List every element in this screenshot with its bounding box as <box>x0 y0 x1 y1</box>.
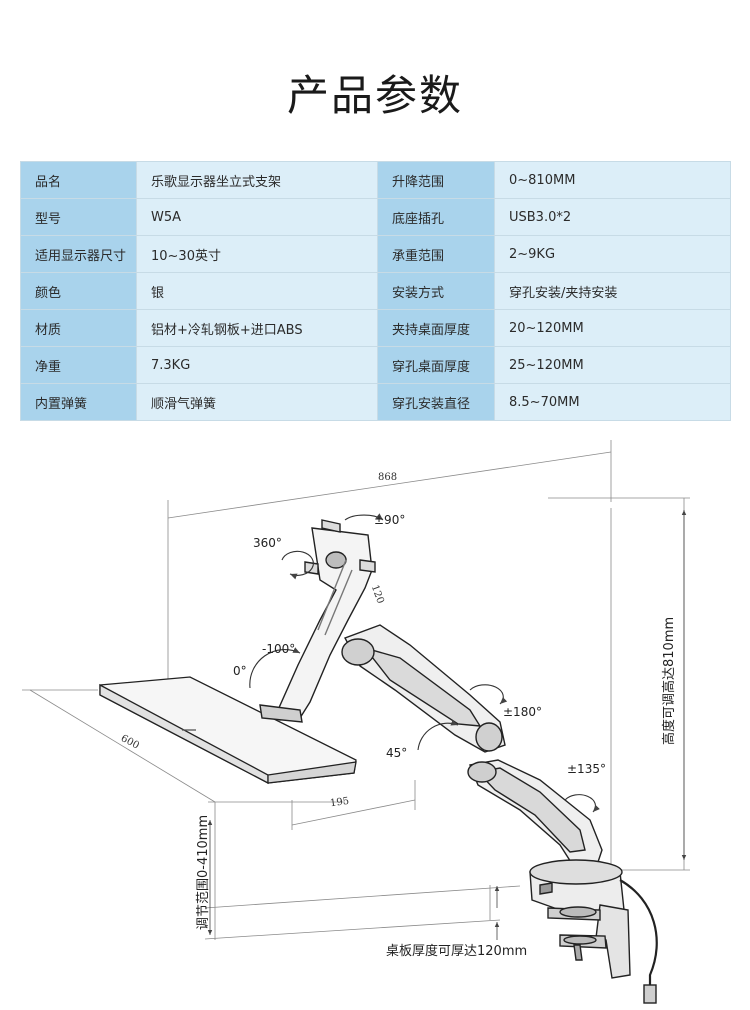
vesa-dim-label: 120 <box>369 584 386 606</box>
spec-value: W5A <box>136 198 378 236</box>
dim-width-label: 868 <box>378 472 397 483</box>
spec-key: 穿孔桌面厚度 <box>377 346 495 384</box>
angle-zero-label: 0° <box>233 664 247 678</box>
spec-key: 净重 <box>20 346 137 384</box>
spec-value: 顺滑气弹簧 <box>136 383 378 421</box>
lower-arm-shape <box>467 759 603 871</box>
desk-thickness-label: 桌板厚度可厚达120mm <box>386 943 527 959</box>
spec-value: 20~120MM <box>494 309 731 347</box>
dimension-arrows <box>207 509 687 940</box>
keyboard-tray-shape <box>99 676 357 785</box>
monitor-arm-shape <box>259 519 376 723</box>
spec-value: 7.3KG <box>136 346 378 384</box>
tilt-angle-label: ±90° <box>374 513 405 527</box>
spec-key: 夹持桌面厚度 <box>377 309 495 347</box>
rotation-arcs <box>249 513 600 813</box>
spec-key: 升降范围 <box>377 161 495 199</box>
page-title: 产品参数 <box>286 71 463 120</box>
spec-value: 0~810MM <box>494 161 731 199</box>
spec-key: 适用显示器尺寸 <box>20 235 137 273</box>
height-range-label: 高度可调高达810mm <box>661 617 677 745</box>
spec-key: 安装方式 <box>377 272 495 310</box>
spec-key: 型号 <box>20 198 137 236</box>
spec-value: 穿孔安装/夹持安装 <box>494 272 731 310</box>
spec-value: USB3.0*2 <box>494 198 731 236</box>
angle-135-label: ±135° <box>567 762 606 776</box>
spec-value: 8.5~70MM <box>494 383 731 421</box>
tray-depth-label: 600 <box>119 733 141 752</box>
adjust-range-label: 调节范围0-410mm <box>196 815 211 930</box>
spec-value: 10~30英寸 <box>136 235 378 273</box>
angle-minus100-label: -100° <box>262 642 295 656</box>
spec-value: 25~120MM <box>494 346 731 384</box>
tray-width-label: 195 <box>329 796 349 810</box>
spec-value: 银 <box>136 272 378 310</box>
spec-key: 穿孔安装直径 <box>377 383 495 421</box>
angle-45-label: 45° <box>386 746 407 760</box>
spec-key: 底座插孔 <box>377 198 495 236</box>
spec-value: 2~9KG <box>494 235 731 273</box>
spec-key: 材质 <box>20 309 137 347</box>
angle-180-label: ±180° <box>503 705 542 719</box>
rotate-angle-label: 360° <box>253 536 282 550</box>
product-drawing: 868 ±90° 360° 120 -100° 0° ±180° 45° ±13… <box>22 440 690 1004</box>
spec-key: 品名 <box>20 161 137 199</box>
spec-key: 内置弹簧 <box>20 383 137 421</box>
spec-row: 颜色银安装方式穿孔安装/夹持安装 <box>20 272 731 310</box>
base-clamp-shape <box>529 859 658 1004</box>
spec-value: 铝材+冷轧钢板+进口ABS <box>136 309 378 347</box>
spec-value: 乐歌显示器坐立式支架 <box>136 161 378 199</box>
spec-key: 颜色 <box>20 272 137 310</box>
upper-arm-shape <box>341 624 506 753</box>
spec-key: 承重范围 <box>377 235 495 273</box>
